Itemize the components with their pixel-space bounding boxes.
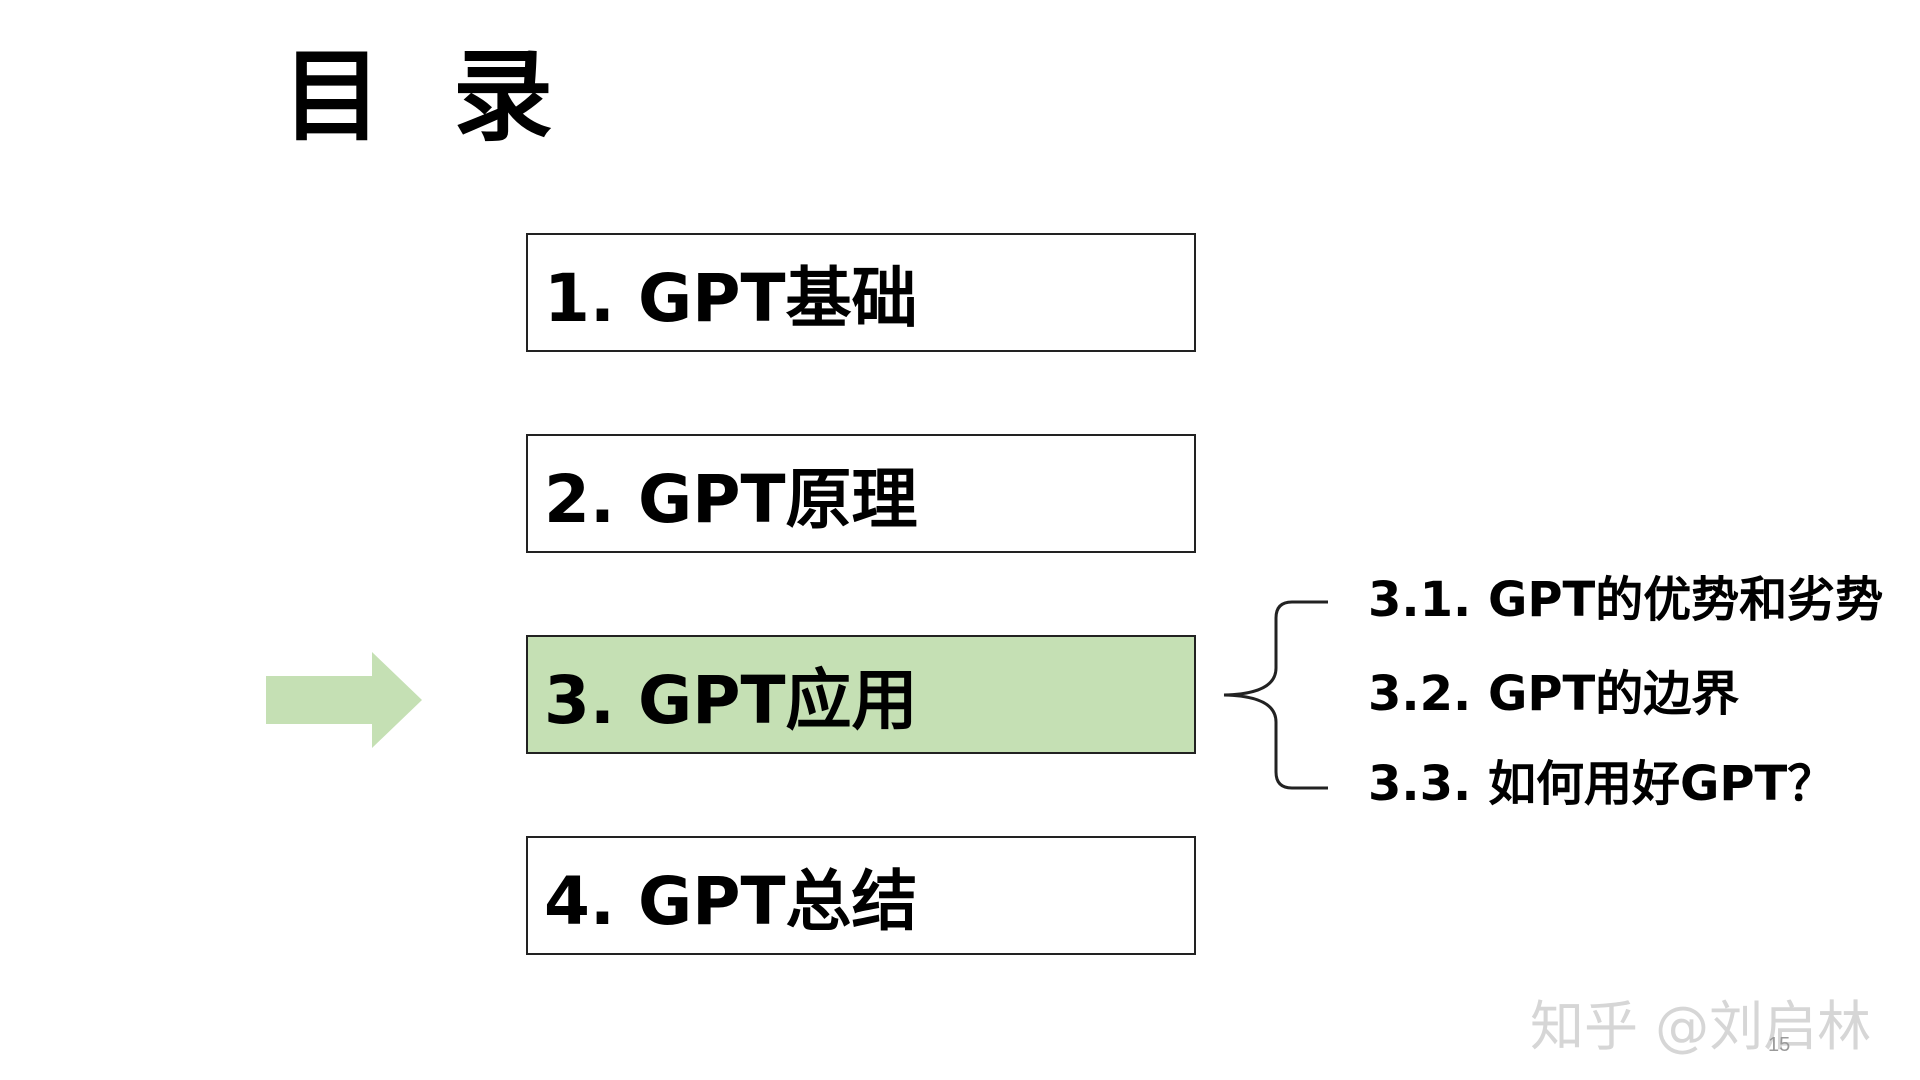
toc-item-label: 1. GPT基础 [544,259,918,337]
toc-item-label: 3. GPT应用 [544,661,918,739]
subitem-3-1[interactable]: 3.1. GPT的优势和劣势 [1368,572,1884,628]
toc-item-2[interactable]: 2. GPT原理 [526,434,1196,553]
page-number: 15 [1768,1034,1791,1056]
right-arrow-icon [266,652,422,748]
toc-item-1[interactable]: 1. GPT基础 [526,233,1196,352]
subitem-3-2[interactable]: 3.2. GPT的边界 [1368,666,1740,722]
watermark: 知乎 @刘启林 [1530,995,1872,1058]
toc-item-label: 2. GPT原理 [544,460,918,538]
toc-item-3-current[interactable]: 3. GPT应用 [526,635,1196,754]
slide-title: 目 录 [282,38,571,155]
subitem-3-3[interactable]: 3.3. 如何用好GPT？ [1368,756,1836,812]
curly-brace-icon [1223,600,1328,790]
toc-item-4[interactable]: 4. GPT总结 [526,836,1196,955]
toc-item-label: 4. GPT总结 [544,862,918,940]
